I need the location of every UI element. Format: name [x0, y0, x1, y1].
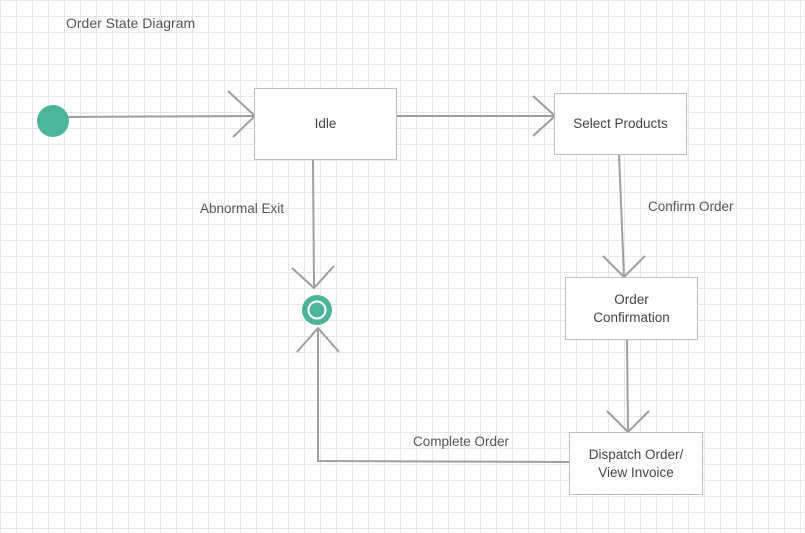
state-idle[interactable]: Idle: [254, 88, 397, 160]
state-idle-label: Idle: [314, 116, 337, 131]
final-state-node[interactable]: [302, 295, 332, 325]
state-order-confirmation[interactable]: Order Confirmation: [565, 277, 698, 340]
transition-label-complete-order: Complete Order: [413, 434, 510, 449]
transition-label-confirm-order: Confirm Order: [648, 199, 734, 214]
edge-dispatch-to-final[interactable]: [317, 328, 570, 463]
transition-label-abnormal-exit: Abnormal Exit: [200, 201, 285, 216]
arrowhead-idle: [227, 90, 257, 138]
state-dispatch-order-label: Dispatch Order/ View Invoice: [588, 446, 684, 480]
initial-state-node[interactable]: [37, 105, 69, 137]
state-select-products-label: Select Products: [573, 116, 668, 131]
arrowhead-final-bottom: [296, 326, 340, 353]
diagram-title: Order State Diagram: [66, 15, 196, 31]
edge-select-products-to-order-confirmation[interactable]: [618, 153, 625, 278]
edge-order-confirmation-to-dispatch[interactable]: [626, 338, 629, 433]
edge-idle-to-final[interactable]: [312, 159, 315, 287]
arrowhead-final-top: [291, 265, 335, 290]
edge-start-to-idle[interactable]: [65, 115, 255, 118]
state-order-confirmation-label: Order Confirmation: [593, 291, 670, 325]
state-select-products[interactable]: Select Products: [554, 93, 687, 155]
state-dispatch-order[interactable]: Dispatch Order/ View Invoice: [569, 432, 703, 495]
